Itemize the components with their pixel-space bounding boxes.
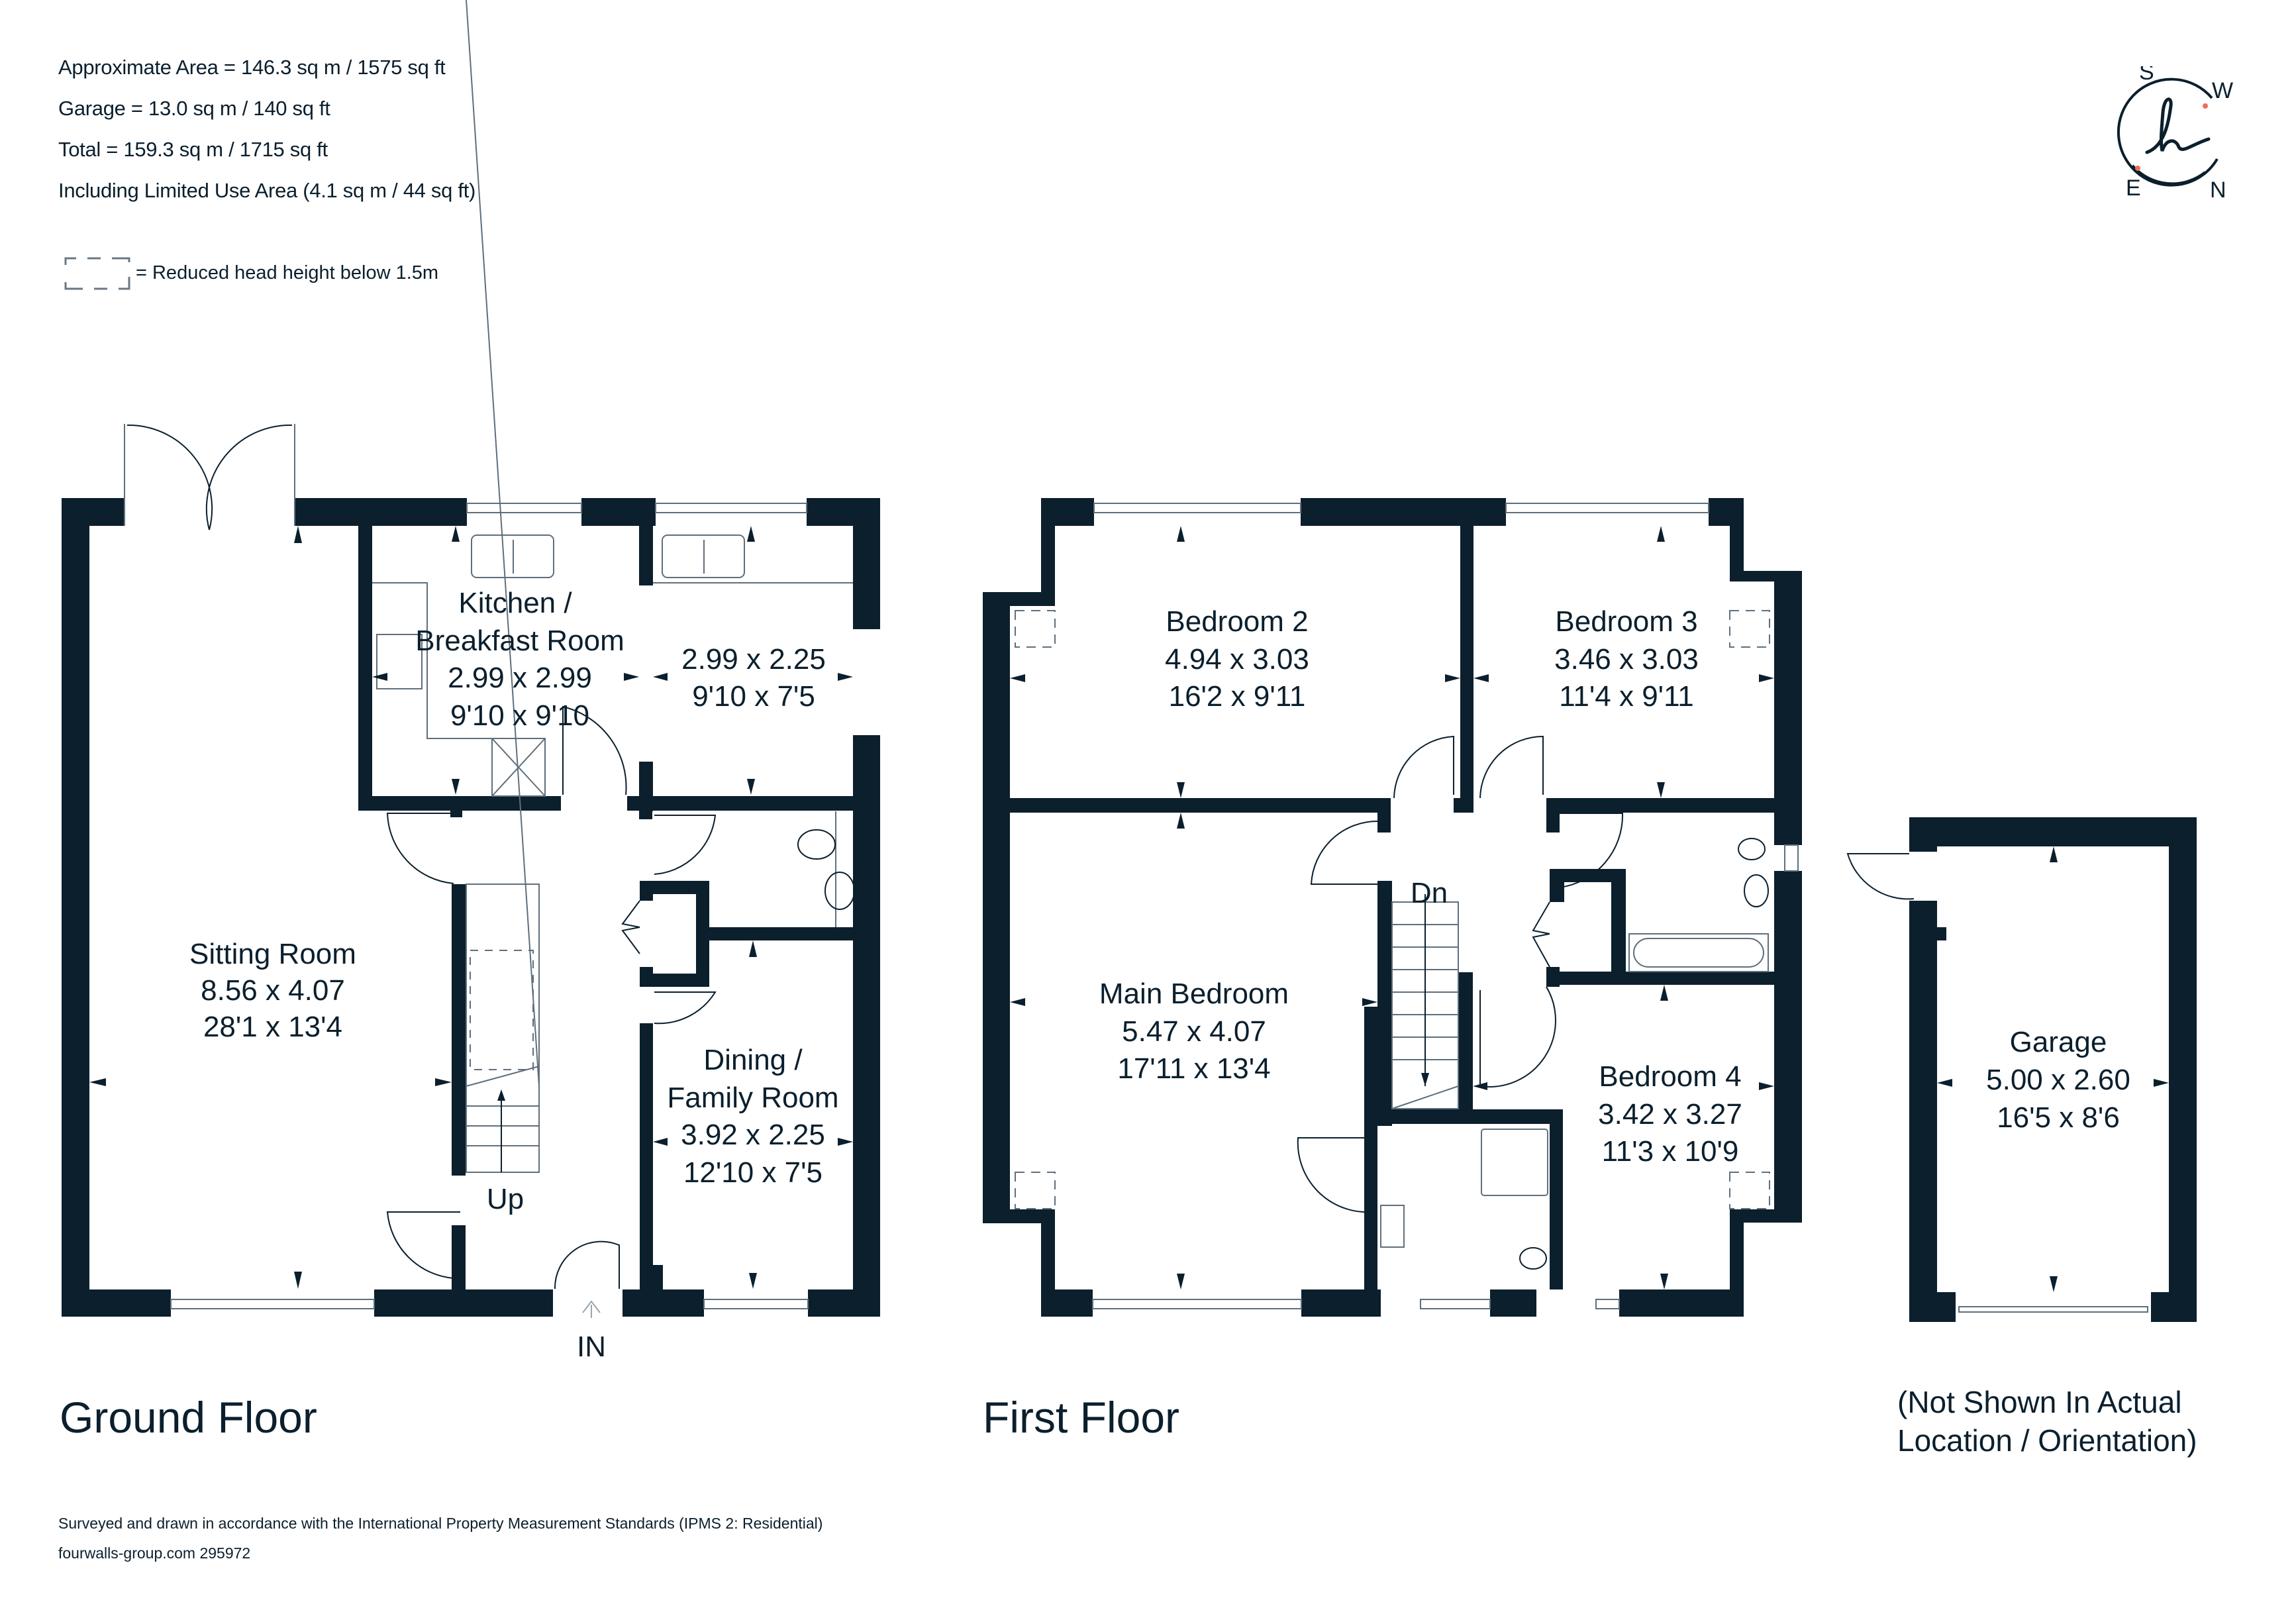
garage-dimension-arrows xyxy=(1937,846,2169,1292)
area-limited-use: Including Limited Use Area (4.1 sq m / 4… xyxy=(58,179,476,202)
svg-text:W: W xyxy=(2212,78,2233,103)
bedroom4-imperial: 11'3 x 10'9 xyxy=(1602,1135,1739,1168)
bedroom3-imperial: 11'4 x 9'11 xyxy=(1559,680,1694,713)
ground-floor-title: Ground Floor xyxy=(60,1393,317,1442)
garage-imperial: 16'5 x 8'6 xyxy=(1997,1101,2120,1134)
first-floor-dimension-arrows xyxy=(1010,526,1774,1289)
footer-reference: fourwalls-group.com 295972 xyxy=(58,1544,251,1562)
garage-metric: 5.00 x 2.60 xyxy=(1986,1064,2130,1096)
dining-metric: 3.92 x 2.25 xyxy=(681,1119,825,1151)
first-floor-fixtures xyxy=(1015,503,1799,1309)
garage-labels: Garage 5.00 x 2.60 16'5 x 8'6 xyxy=(1986,1026,2130,1134)
garage-name: Garage xyxy=(2010,1026,2107,1058)
kitchen-annex-imperial: 9'10 x 7'5 xyxy=(692,680,815,713)
stairs-up-label: Up xyxy=(487,1183,524,1215)
first-floor-title: First Floor xyxy=(983,1393,1179,1442)
area-approximate: Approximate Area = 146.3 sq m / 1575 sq … xyxy=(58,56,446,79)
kitchen-metric: 2.99 x 2.99 xyxy=(448,662,592,694)
dining-name-line1: Dining / xyxy=(703,1044,803,1076)
main-bedroom-metric: 5.47 x 4.07 xyxy=(1122,1015,1266,1048)
entrance-label: IN xyxy=(577,1331,606,1363)
sitting-room-metric: 8.56 x 4.07 xyxy=(201,974,345,1007)
legend-label: = Reduced head height below 1.5m xyxy=(136,262,439,283)
main-bedroom-name: Main Bedroom xyxy=(1099,978,1289,1010)
garage-fixtures xyxy=(1846,853,2148,1313)
bedroom3-name: Bedroom 3 xyxy=(1555,605,1697,638)
first-floor-walls xyxy=(983,498,1802,1317)
ground-floor-walls xyxy=(62,498,880,1317)
stairs-down-label: Dn xyxy=(1411,877,1448,909)
dining-imperial: 12'10 x 7'5 xyxy=(683,1156,823,1189)
first-floor-labels: Bedroom 2 4.94 x 3.03 16'2 x 9'11 Bedroo… xyxy=(1099,605,1742,1168)
bedroom2-name: Bedroom 2 xyxy=(1166,605,1308,638)
area-garage: Garage = 13.0 sq m / 140 sq ft xyxy=(58,97,330,120)
area-total: Total = 159.3 sq m / 1715 sq ft xyxy=(58,138,328,161)
bedroom2-metric: 4.94 x 3.03 xyxy=(1165,643,1309,676)
kitchen-annex-metric: 2.99 x 2.25 xyxy=(681,643,826,676)
svg-text:N: N xyxy=(2210,177,2226,199)
kitchen-name-line1: Kitchen / xyxy=(458,587,572,619)
ground-floor-dimension-arrows xyxy=(89,526,853,1289)
bedroom3-metric: 3.46 x 3.03 xyxy=(1554,643,1699,676)
kitchen-imperial: 9'10 x 9'10 xyxy=(450,699,589,732)
main-bedroom-imperial: 17'11 x 13'4 xyxy=(1117,1052,1270,1085)
sitting-room-imperial: 28'1 x 13'4 xyxy=(203,1011,342,1043)
sitting-room-name: Sitting Room xyxy=(189,938,356,970)
kitchen-name-line2: Breakfast Room xyxy=(415,625,624,657)
garage-walls xyxy=(1909,817,2197,1322)
reduced-height-legend-icon xyxy=(64,257,130,290)
bedroom4-metric: 3.42 x 3.27 xyxy=(1598,1098,1742,1131)
ground-floor-labels: Sitting Room 8.56 x 4.07 28'1 x 13'4 Kit… xyxy=(189,587,839,1363)
garage-location-note: (Not Shown In Actual Location / Orientat… xyxy=(1897,1385,2197,1458)
compass-logo-icon: S W E N xyxy=(2117,66,2233,199)
dining-name-line2: Family Room xyxy=(667,1082,838,1114)
svg-text:S: S xyxy=(2139,66,2154,85)
footer-standards: Surveyed and drawn in accordance with th… xyxy=(58,1515,823,1532)
bedroom2-imperial: 16'2 x 9'11 xyxy=(1169,680,1306,713)
ground-floor-fixtures xyxy=(124,0,855,1318)
svg-text:E: E xyxy=(2126,176,2141,199)
bedroom4-name: Bedroom 4 xyxy=(1599,1060,1741,1093)
